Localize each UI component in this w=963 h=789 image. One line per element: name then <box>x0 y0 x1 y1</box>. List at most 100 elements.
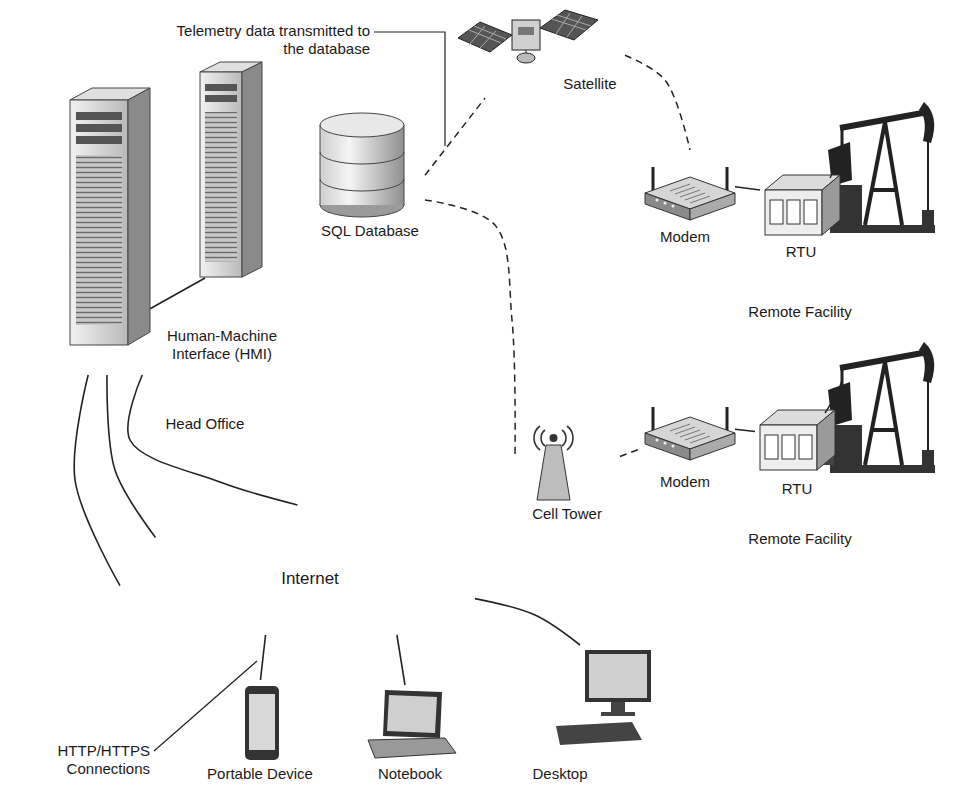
node-label: Desktop <box>532 765 587 783</box>
modem-node: Modem <box>640 395 735 493</box>
modem-node: Modem <box>635 150 735 255</box>
device-node: Desktop <box>530 645 655 785</box>
node-label: SQL Database <box>321 222 419 240</box>
desktop-symbol-part <box>601 712 635 716</box>
note-label: HTTP/HTTPS Connections <box>40 742 150 778</box>
database-node: SQL Database <box>315 110 425 255</box>
desktop-symbol-part <box>556 722 642 745</box>
satellite-symbol-part <box>458 22 512 52</box>
notebook-symbol <box>368 690 456 758</box>
hmi-server-part <box>70 100 128 345</box>
node-label: Internet <box>281 569 339 589</box>
telemetry-link <box>425 200 515 457</box>
node-label: RTU <box>782 480 813 498</box>
database-cylinder-part <box>320 113 404 137</box>
node-label: Portable Device <box>207 765 313 783</box>
server-tower-part <box>205 112 237 262</box>
device-node: Portable Device <box>205 680 316 785</box>
network-link <box>260 635 265 680</box>
svg-defs <box>760 410 835 470</box>
server-tower-part <box>242 62 262 277</box>
notebook-symbol-part <box>387 695 437 733</box>
hmi-server <box>70 88 150 345</box>
telemetry-link <box>625 55 690 150</box>
node-label: Head Office <box>166 415 245 433</box>
node-label: Modem <box>660 228 710 246</box>
server-node: Human-Machine Interface (HMI) <box>60 75 295 375</box>
node-label: Notebook <box>378 765 442 783</box>
network-link <box>74 375 120 586</box>
rtu-wire <box>830 140 843 178</box>
satellite-symbol-part <box>517 53 535 63</box>
hmi-server-part <box>76 136 122 144</box>
server-tower <box>200 62 262 277</box>
node-label: Modem <box>660 473 710 491</box>
network-link <box>735 429 755 431</box>
rtu-node: RTU <box>755 400 840 505</box>
desktop-symbol <box>556 650 651 745</box>
notebook-symbol-part <box>383 690 442 738</box>
platform-outline <box>565 120 960 370</box>
server-tower-part <box>200 72 242 277</box>
facility-platform: Modem RTU Remote Facility <box>560 335 960 615</box>
phone-symbol-part <box>249 694 275 750</box>
facility-platform: ModemRTURemote Facility <box>560 115 960 375</box>
satellite-symbol-part <box>512 20 540 50</box>
leader-line <box>374 32 445 146</box>
hmi-server-part <box>76 155 122 325</box>
phone-symbol <box>245 686 279 760</box>
phone-symbol-part <box>245 686 279 760</box>
node-label: RTU <box>786 243 817 261</box>
cell-tower-symbol-part <box>537 445 570 500</box>
database-cylinder-part <box>320 152 404 191</box>
cell-tower-symbol-part <box>550 434 558 442</box>
cloud-outline <box>130 511 465 627</box>
telemetry-link <box>425 98 485 175</box>
platform-outline <box>560 115 960 375</box>
notebook-symbol-part <box>368 738 456 758</box>
cell-tower-symbol <box>534 426 573 500</box>
network-link <box>128 375 298 505</box>
desktop-symbol-part <box>589 654 647 698</box>
svg-defs <box>645 407 735 460</box>
hmi-server-part <box>76 124 122 132</box>
office-platform: Human-Machine Interface (HMI) SQL Databas… <box>10 175 575 475</box>
cell-tower-symbol-part <box>534 426 573 450</box>
hmi-server-part <box>128 88 150 345</box>
network-link <box>397 635 405 685</box>
leader-line <box>154 661 257 751</box>
platform-outline <box>560 335 960 615</box>
platform-outline <box>565 340 960 610</box>
svg-defs <box>820 342 935 473</box>
satellite-symbol-part <box>469 26 506 48</box>
platform-outline <box>10 180 575 468</box>
rtu-wire <box>825 380 842 413</box>
server-tower-part <box>205 95 237 102</box>
satellite-symbol-part <box>540 10 598 40</box>
svg-defs <box>765 175 840 235</box>
satellite-symbol-part <box>552 13 591 37</box>
telemetry-link <box>620 449 640 457</box>
platform-outline <box>10 175 575 475</box>
node-label: Human-Machine Interface (HMI) <box>155 327 290 363</box>
node-label: Remote Facility <box>748 530 851 548</box>
node-label: Satellite <box>563 75 616 93</box>
satellite-symbol-part <box>518 27 534 35</box>
desktop-symbol-part <box>585 650 651 702</box>
internet-cloud: Internet <box>120 505 475 635</box>
desktop-symbol-part <box>611 702 625 712</box>
satellite-symbol-part <box>526 50 527 53</box>
database-cylinder <box>320 113 404 217</box>
device-node: Notebook <box>360 685 460 785</box>
node-label: Cell Tower <box>532 505 602 523</box>
note-label: Telemetry data transmitted to the databa… <box>175 22 370 58</box>
network-link <box>735 187 760 190</box>
server-tower-part <box>205 84 237 91</box>
satellite-symbol <box>458 10 598 63</box>
hmi-server-part <box>76 112 122 120</box>
svg-defs <box>645 167 735 220</box>
satellite-node: Satellite <box>450 3 625 98</box>
